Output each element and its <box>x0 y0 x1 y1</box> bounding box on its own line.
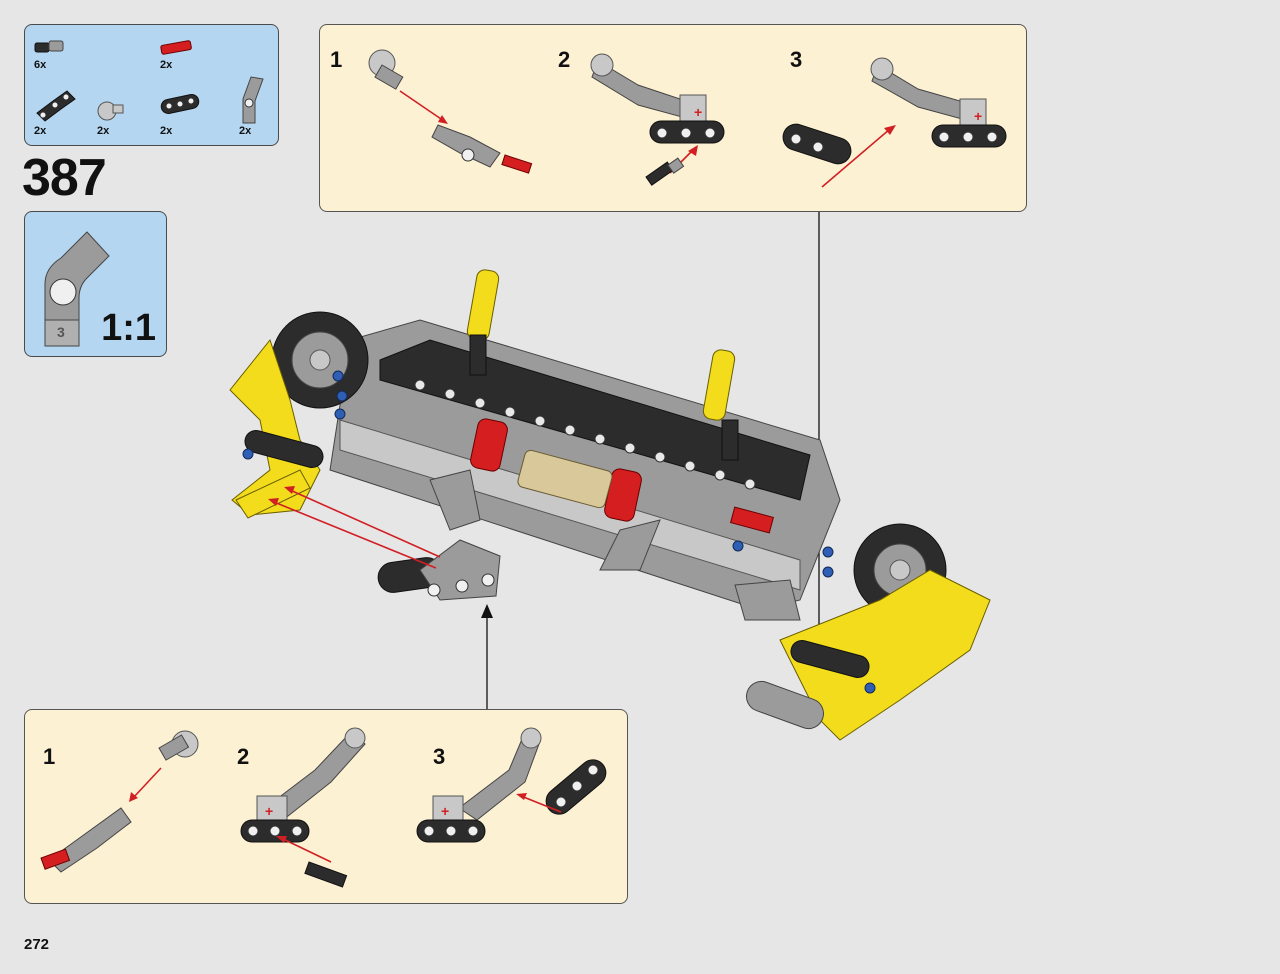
step-number: 387 <box>22 149 107 207</box>
scale-callout-panel: 3 1:1 <box>24 211 167 357</box>
part-qty: 2x <box>239 125 252 137</box>
pin-with-axle-icon <box>34 40 64 53</box>
gray-angled-connector-icon <box>242 76 264 124</box>
substep-number: 2 <box>237 744 250 769</box>
parts-list-panel: 6x 2x 2x 2x 2x 2x <box>24 24 279 146</box>
angled-connector-scale-icon <box>44 231 110 347</box>
part-qty: 2x <box>160 125 173 137</box>
black-3-hole-beam-icon <box>160 94 200 114</box>
red-axle-pin-icon <box>160 40 192 55</box>
scale-ratio: 1:1 <box>101 307 156 349</box>
svg-text:+: + <box>694 104 702 120</box>
substep-number: 3 <box>790 47 803 72</box>
svg-text:+: + <box>974 108 982 124</box>
substep-1-assembly-illustration: + + <box>368 49 1007 188</box>
substep-number: 2 <box>558 47 571 72</box>
part-qty: 2x <box>34 125 47 137</box>
part-qty: 6x <box>34 59 47 71</box>
svg-text:+: + <box>441 803 449 819</box>
part-length-label: 3 <box>57 324 65 340</box>
dark-angled-beam-icon <box>36 90 76 122</box>
part-qty: 2x <box>160 59 173 71</box>
gray-axle-connector-icon <box>97 101 124 121</box>
substep-number: 1 <box>43 744 56 769</box>
part-qty: 2x <box>97 125 110 137</box>
substep-number: 1 <box>330 47 343 72</box>
substep-2-assembly-illustration: + + <box>40 727 607 888</box>
subassembly-panel-bottom: 1 2 3 + + <box>24 709 628 904</box>
svg-text:+: + <box>265 803 273 819</box>
subassembly-panel-top: 1 2 3 + + <box>319 24 1027 212</box>
substep-number: 3 <box>433 744 446 769</box>
page-number: 272 <box>24 936 50 953</box>
